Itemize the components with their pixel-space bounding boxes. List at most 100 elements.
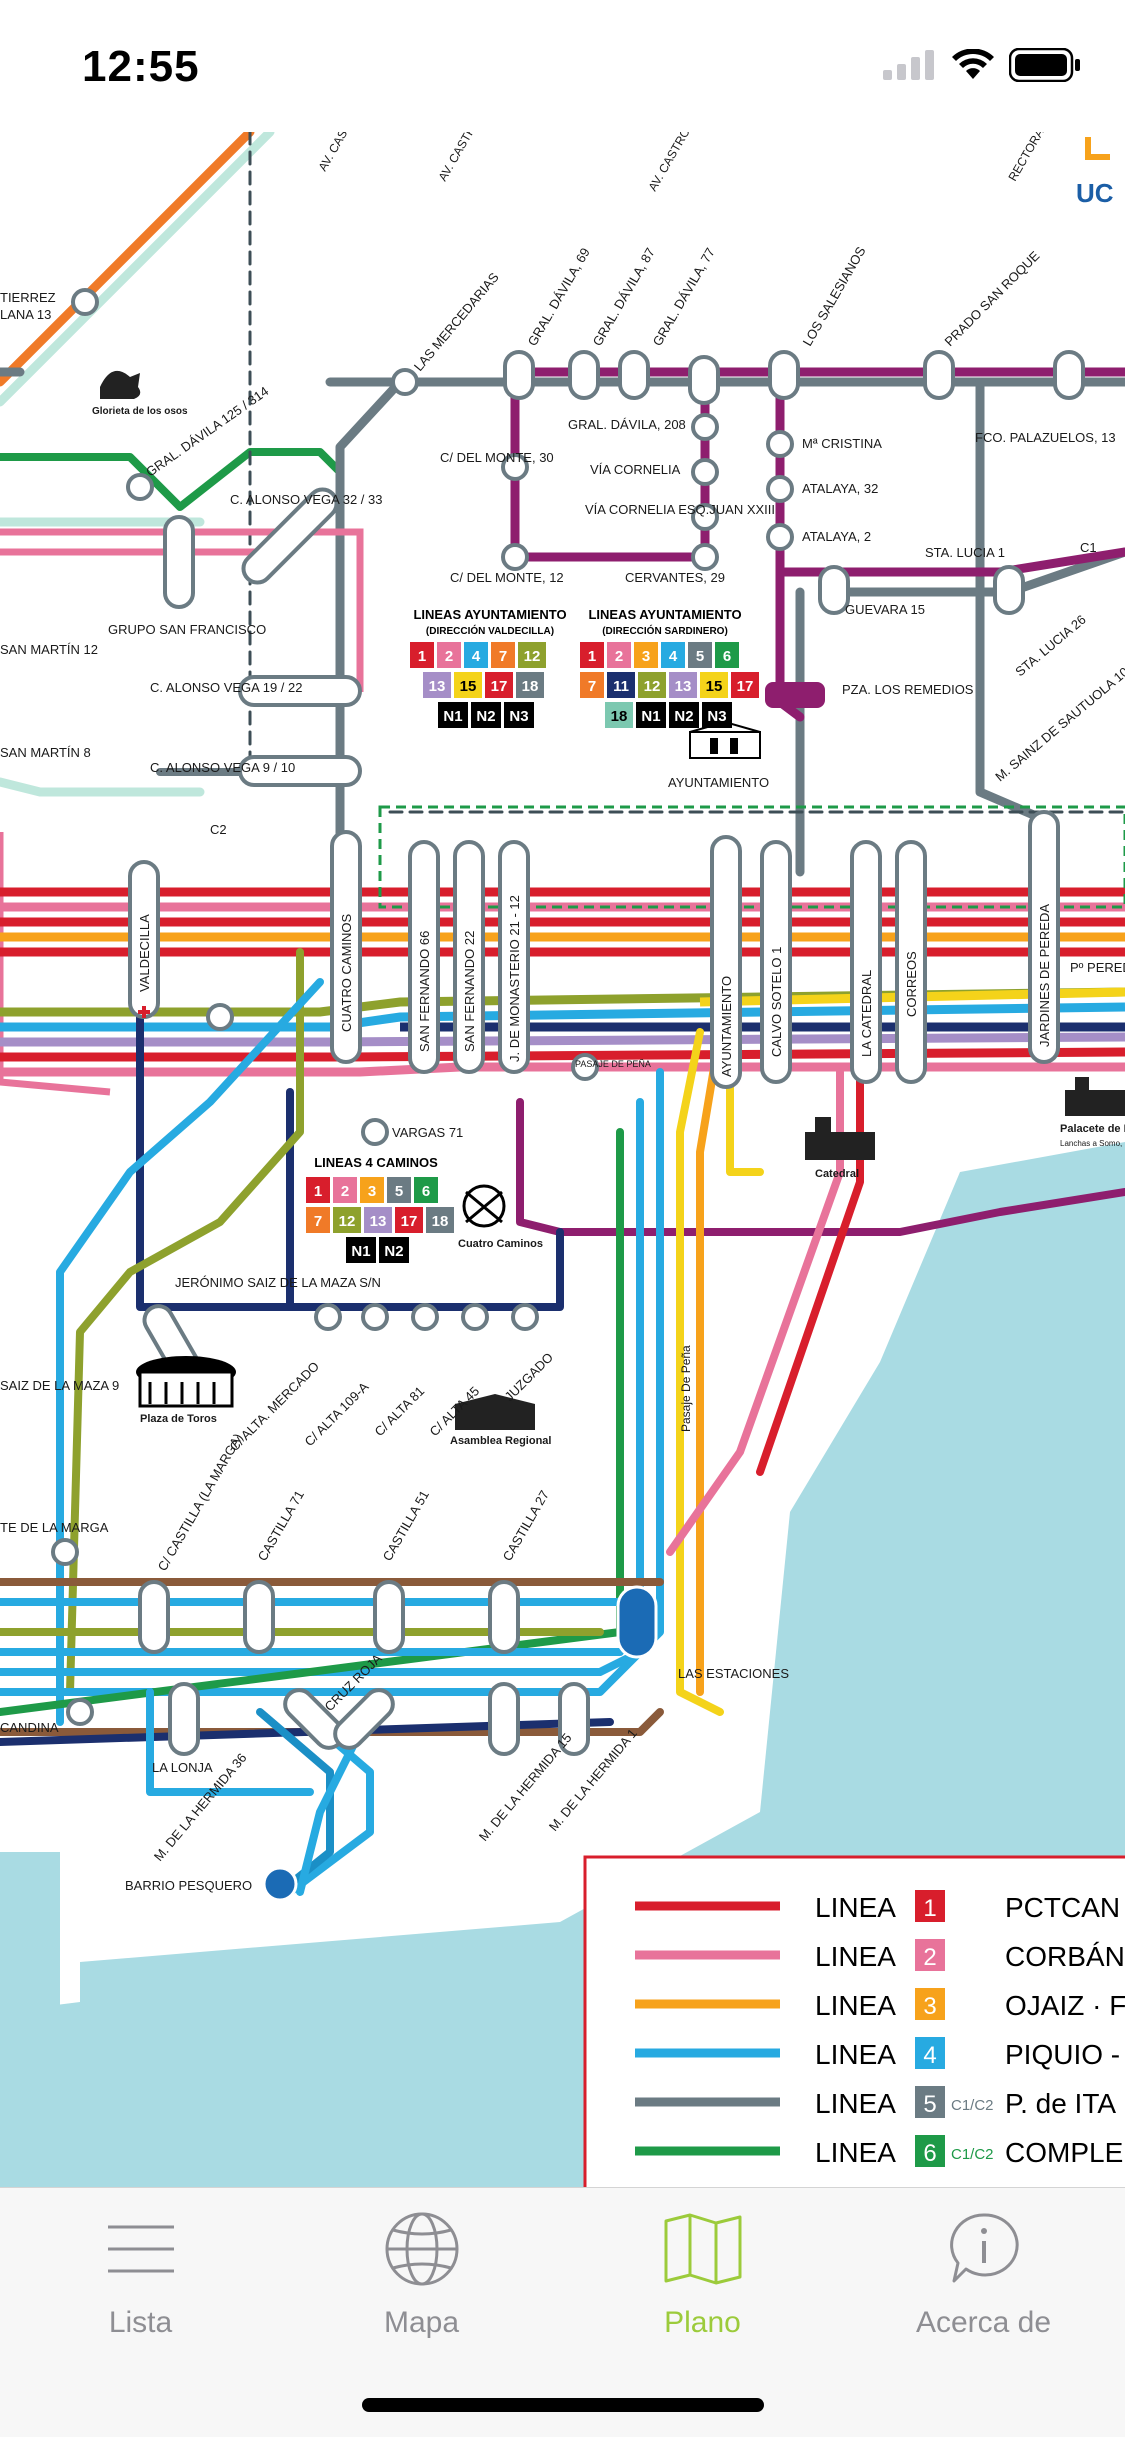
legend-2-word: LINEA [815, 1941, 896, 1972]
label-palacete: Palacete de Embarcadero [1060, 1123, 1125, 1135]
svg-text:4: 4 [472, 648, 481, 665]
label-lana-13: LANA 13 [0, 307, 51, 322]
label-grupo-san-francisco: GRUPO SAN FRANCISCO [108, 622, 266, 637]
legend-3-number: 3 [923, 1993, 936, 2020]
label-sta-lucia-26: STA. LUCIA 26 [1012, 612, 1088, 680]
svg-text:N3: N3 [509, 708, 528, 725]
label-alta-81: C/ ALTA 81 [372, 1383, 428, 1439]
svg-text:3: 3 [642, 648, 650, 665]
svg-text:N2: N2 [674, 708, 693, 725]
label-ayuntamiento-building: AYUNTAMIENTO [668, 775, 769, 790]
label-via-cornelia: VÍA CORNELIA [590, 462, 681, 477]
legend-5-word: LINEA [815, 2088, 896, 2119]
label-las-estaciones: LAS ESTACIONES [678, 1666, 789, 1681]
legend-5-sub: C1/C2 [951, 2097, 994, 2114]
label-alta-109: C/ ALTA 109-A [302, 1379, 372, 1449]
svg-text:2: 2 [445, 648, 453, 665]
svg-text:1: 1 [588, 648, 596, 665]
label-castilla-27: CASTILLA 27 [500, 1488, 552, 1564]
label-calvo-sotelo: CALVO SOTELO 1 [769, 947, 784, 1057]
line-box-sardinero-subtitle: (DIRECCIÓN SARDINERO) [602, 624, 728, 637]
label-gral-davila-125: GRAL. DÁVILA 125 / 314 [143, 383, 271, 479]
label-saiz-maza-9: SAIZ DE LA MAZA 9 [0, 1378, 119, 1393]
svg-text:2: 2 [341, 1183, 349, 1200]
svg-text:N1: N1 [641, 708, 660, 725]
label-asamblea: Asamblea Regional [450, 1435, 551, 1447]
label-rectora: RECTORA [1005, 132, 1046, 184]
label-av-castros-3: AV. CASTROS [645, 132, 696, 194]
university-logo: UC [1076, 178, 1114, 208]
label-c-del-monte-12: C/ DEL MONTE, 12 [450, 570, 564, 585]
label-cuatro-caminos-icon: Cuatro Caminos [458, 1238, 543, 1250]
svg-text:N2: N2 [384, 1243, 403, 1260]
label-castilla-71: CASTILLA 71 [255, 1488, 307, 1564]
list-icon [98, 2206, 184, 2292]
svg-text:7: 7 [588, 678, 596, 695]
legend-6-dest: COMPLE [1005, 2137, 1123, 2168]
svg-text:5: 5 [395, 1183, 403, 1200]
label-sta-lucia-1: STA. LUCIA 1 [925, 545, 1005, 560]
svg-text:11: 11 [613, 678, 629, 695]
svg-text:18: 18 [611, 708, 628, 725]
label-barrio-pesquero: BARRIO PESQUERO [125, 1878, 252, 1893]
line-box-cuatro-caminos: LINEAS 4 CAMINOS [306, 1155, 454, 1263]
label-la-catedral: LA CATEDRAL [859, 970, 874, 1057]
home-indicator[interactable] [362, 2398, 764, 2412]
label-sainz-sautuola: M. SAINZ DE SAUTUOLA 10 [992, 664, 1125, 784]
label-av-castros-2: AV. CASTROS [435, 132, 486, 184]
tab-plano[interactable]: Plano [562, 2206, 843, 2356]
svg-text:13: 13 [675, 678, 692, 695]
legend-4-dest: PIQUIO - [1005, 2039, 1120, 2070]
svg-text:12: 12 [644, 678, 661, 695]
svg-text:N2: N2 [476, 708, 495, 725]
label-palacete-sub: Lanchas a Somo, Pedreña y El Puntal [1060, 1139, 1125, 1148]
label-jeronimo: JERÓNIMO SAIZ DE LA MAZA S/N [175, 1275, 381, 1290]
stop-barrio-pesquero-marker [264, 1868, 296, 1900]
label-alonso-9: C. ALONSO VEGA 9 / 10 [150, 760, 295, 775]
label-cervantes-29: CERVANTES, 29 [625, 570, 725, 585]
svg-text:1: 1 [314, 1183, 322, 1200]
map-icon [660, 2206, 746, 2292]
label-ayuntamiento-stop: AYUNTAMIENTO [719, 976, 734, 1077]
label-candina: CANDINA [0, 1720, 59, 1735]
label-san-martin-12: SAN MARTÍN 12 [0, 642, 98, 657]
bus-network-map[interactable]: LINEAS AYUNTAMIENTO (DIRECCIÓN VALDECILL… [0, 132, 1125, 2187]
legend-3-word: LINEA [815, 1990, 896, 2021]
legend-1-dest: PCTCAN [1005, 1892, 1120, 1923]
label-cuatro-caminos: CUATRO CAMINOS [339, 913, 354, 1032]
legend-6-number: 6 [923, 2140, 936, 2167]
svg-text:N1: N1 [351, 1243, 370, 1260]
label-tierrez: TIERREZ [0, 290, 56, 305]
tab-lista[interactable]: Lista [0, 2206, 281, 2356]
tab-mapa[interactable]: Mapa [281, 2206, 562, 2356]
label-gral-davila-77: GRAL. DÁVILA, 77 [650, 245, 718, 348]
label-san-fernando-22: SAN FERNANDO 22 [462, 931, 477, 1052]
label-alonso-32: C. ALONSO VEGA 32 / 33 [230, 492, 382, 507]
label-prado-san-roque: PRADO SAN ROQUE [942, 248, 1043, 349]
legend-4-number: 4 [923, 2042, 936, 2069]
label-c1: C1 [1080, 540, 1097, 555]
label-san-fernando-66: SAN FERNANDO 66 [417, 931, 432, 1052]
legend-3-dest: OJAIZ · F [1005, 1990, 1125, 2021]
label-c-del-monte-30: C/ DEL MONTE, 30 [440, 450, 554, 465]
tab-acerca-de[interactable]: Acerca de [843, 2206, 1124, 2356]
university-logo-mark [1088, 137, 1110, 157]
svg-text:18: 18 [522, 678, 539, 695]
legend-2-number: 2 [923, 1944, 936, 1971]
label-guevara-15: GUEVARA 15 [845, 602, 925, 617]
palacete-icon [1065, 1077, 1125, 1116]
map-canvas[interactable]: LINEAS AYUNTAMIENTO (DIRECCIÓN VALDECILL… [0, 132, 1125, 2187]
cellular-signal-icon [883, 50, 937, 80]
svg-text:1: 1 [418, 648, 426, 665]
label-gral-davila-87: GRAL. DÁVILA, 87 [590, 245, 658, 348]
svg-text:13: 13 [429, 678, 446, 695]
legend-4-word: LINEA [815, 2039, 896, 2070]
label-las-mercedarias: LAS MERCEDARIAS [411, 269, 502, 374]
label-ma-cristina: Mª CRISTINA [802, 436, 882, 451]
svg-text:13: 13 [370, 1213, 387, 1230]
svg-text:4: 4 [669, 648, 678, 665]
cuatro-caminos-icon [464, 1186, 504, 1226]
legend-1-number: 1 [923, 1895, 936, 1922]
tab-plano-label: Plano [664, 2306, 741, 2340]
label-c2: C2 [210, 822, 227, 837]
